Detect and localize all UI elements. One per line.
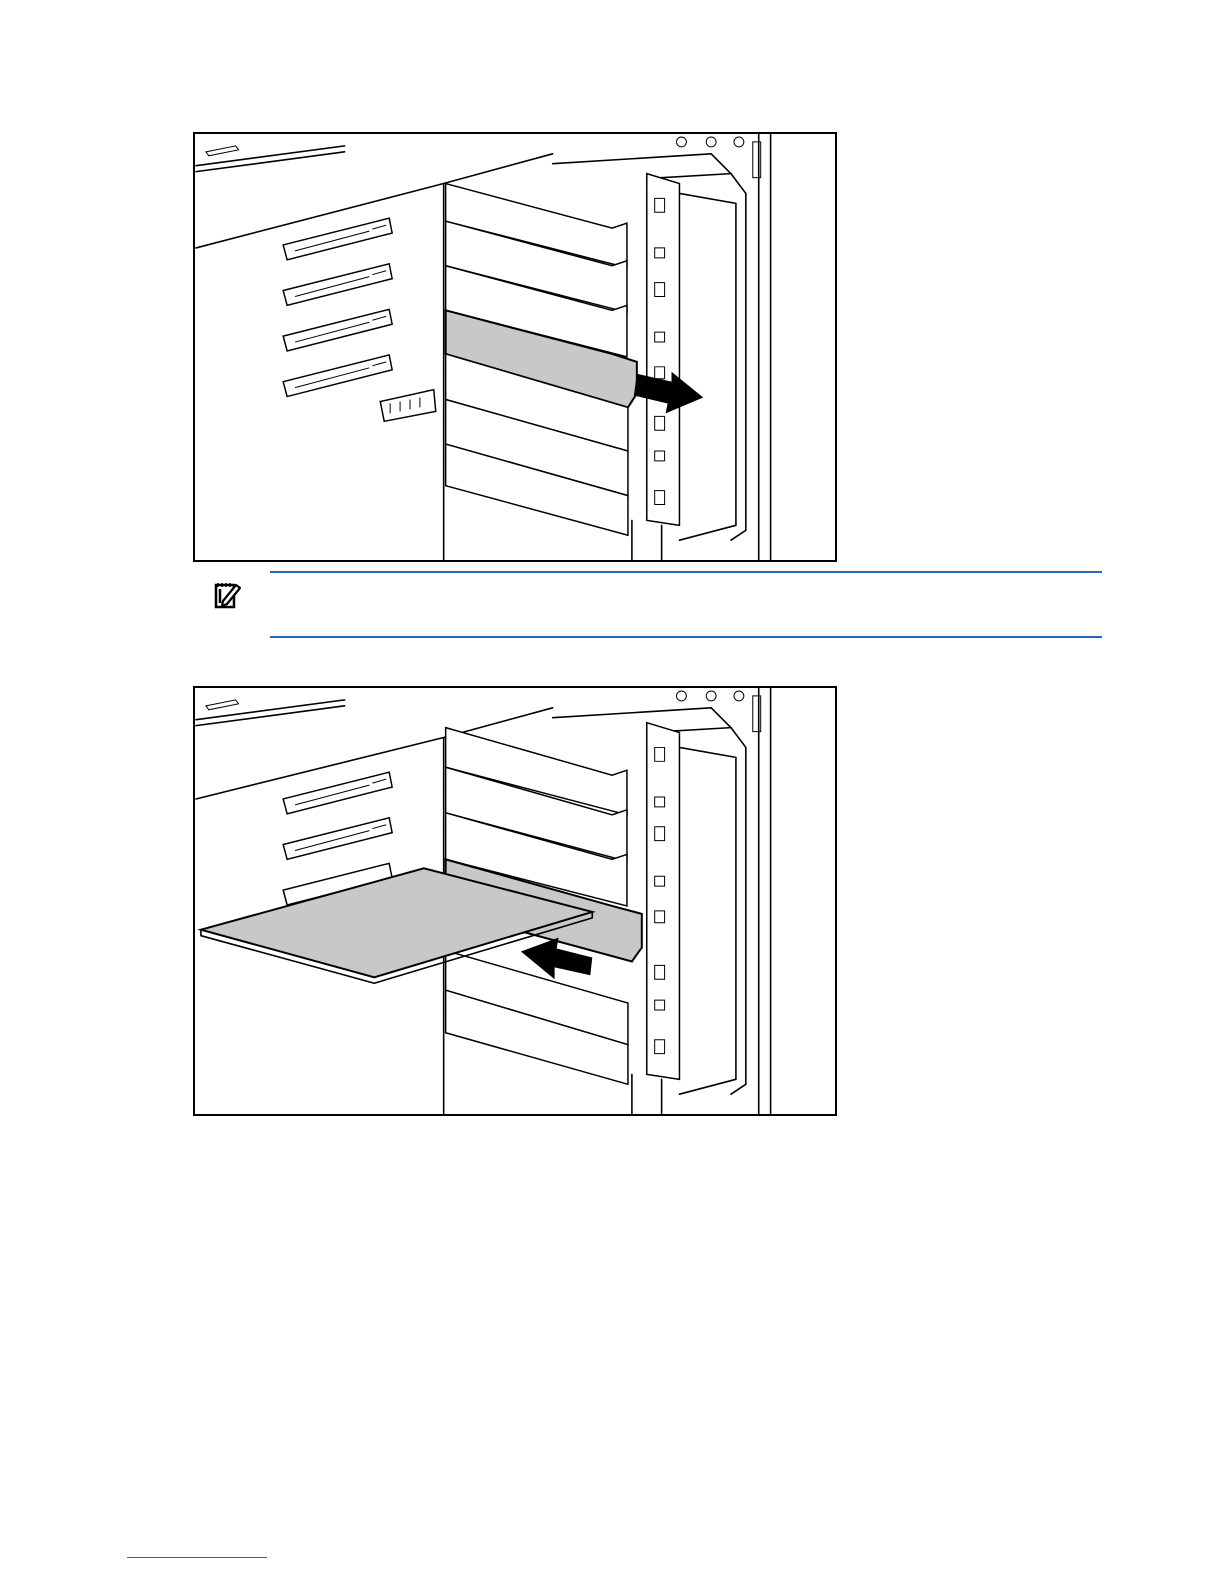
chassis-wall: [731, 728, 746, 1095]
footer-rule: [127, 1557, 267, 1558]
chassis-wall: [731, 174, 746, 541]
pci-connector: [283, 818, 392, 860]
pci-connector: [283, 772, 392, 814]
note-rule-bottom: [270, 636, 1102, 638]
figure-install-expansion-board: [193, 686, 837, 1116]
screw: [734, 691, 744, 701]
chassis-slot: [206, 146, 239, 156]
figure-remove-slot-cover: [193, 132, 837, 562]
screw: [706, 691, 716, 701]
pci-connector: [283, 218, 392, 260]
chassis-wall: [679, 193, 735, 540]
small-connector: [380, 390, 435, 422]
pci-connector: [283, 309, 392, 351]
screw: [706, 137, 716, 147]
chassis-edge: [196, 152, 345, 172]
retaining-rail: [632, 174, 680, 560]
pci-connector: [283, 264, 392, 306]
illustration-remove-slot-cover: [195, 134, 835, 560]
screw: [676, 691, 686, 701]
screw: [676, 137, 686, 147]
chassis-edge: [196, 706, 345, 726]
screw: [734, 137, 744, 147]
important-note: [200, 571, 1102, 639]
pci-connector: [283, 355, 392, 397]
note-rule-top: [270, 571, 1102, 573]
important-note-icon: [212, 579, 242, 609]
illustration-install-expansion-board: [195, 688, 835, 1114]
chassis-slot: [206, 700, 239, 710]
top-clip: [553, 708, 731, 733]
chassis-wall: [679, 747, 735, 1094]
top-clip: [553, 154, 731, 179]
